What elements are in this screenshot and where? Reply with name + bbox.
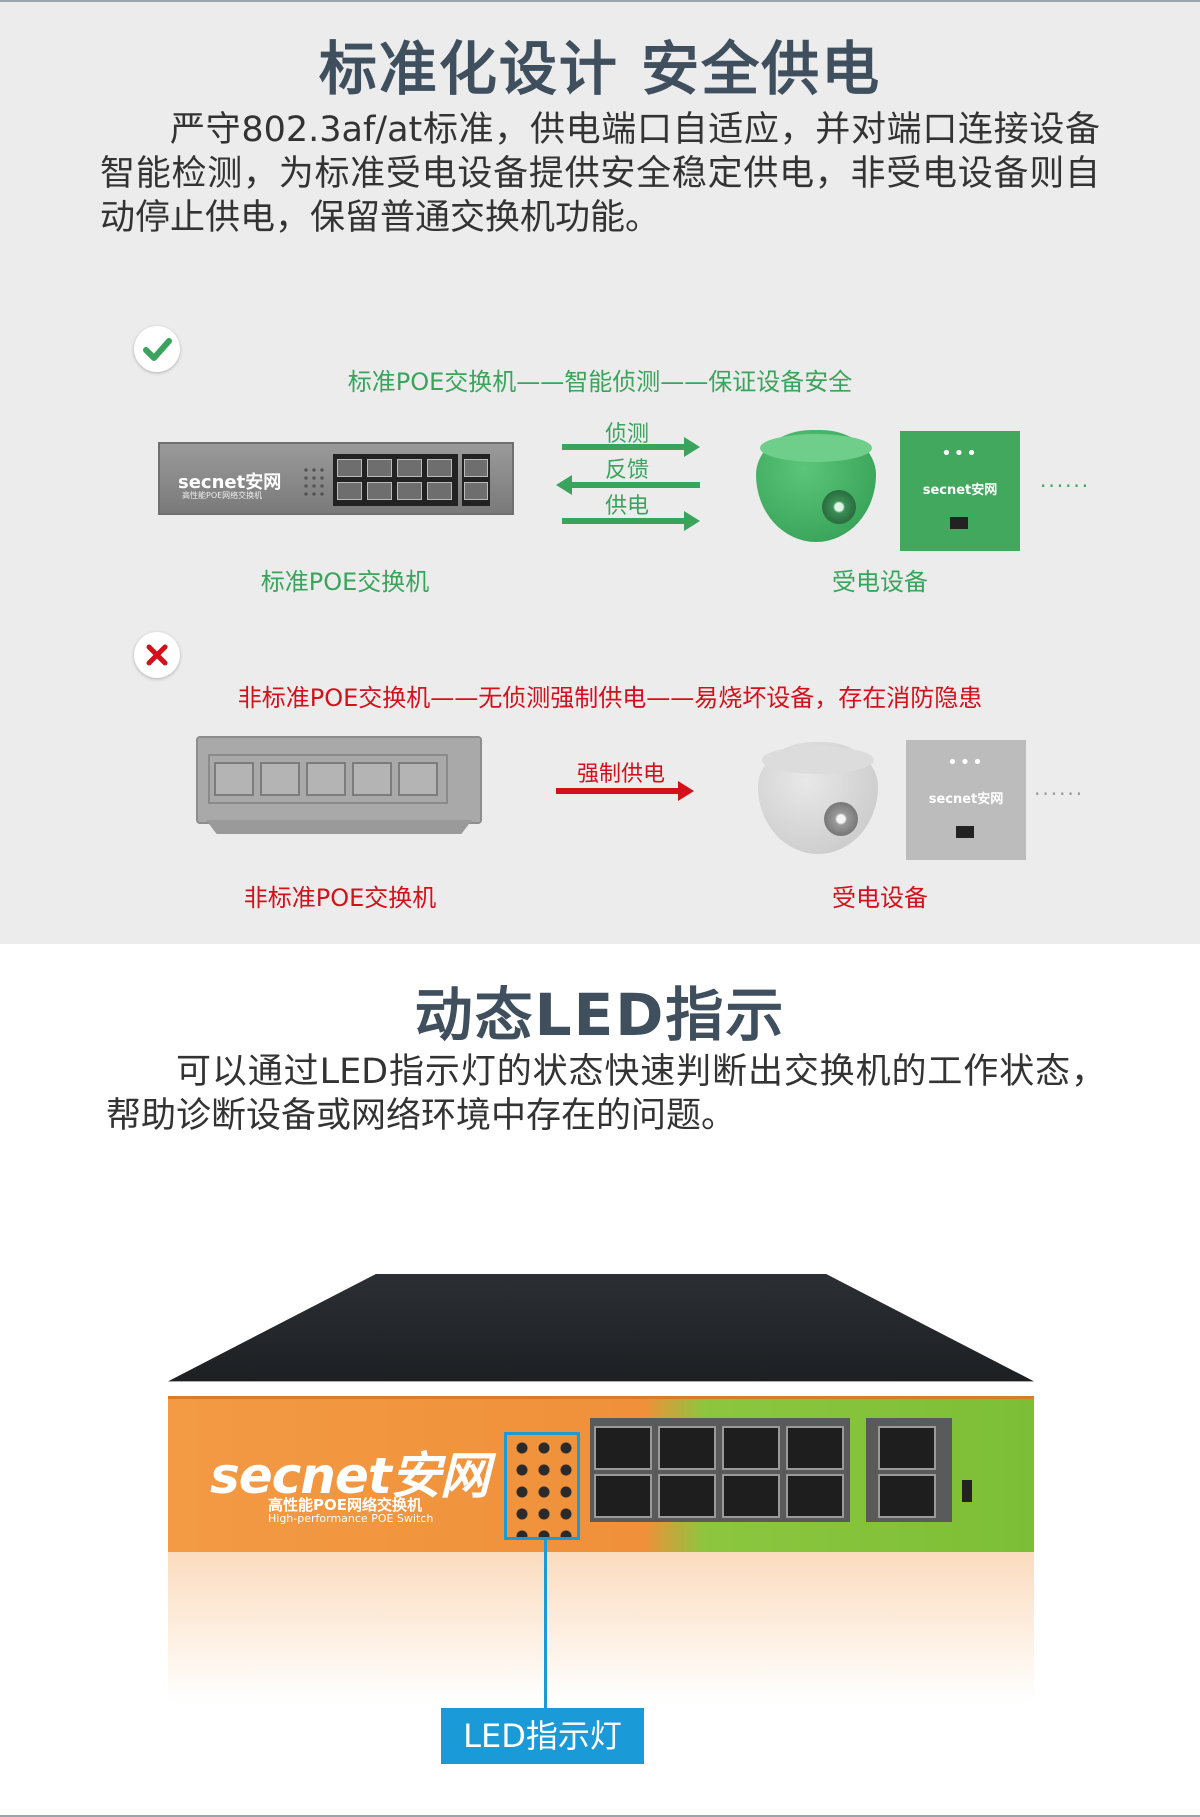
ethernet-port (658, 1426, 716, 1470)
nonstandard-switch-label: 非标准POE交换机 (243, 884, 437, 912)
dots-icon: ••• (947, 752, 985, 773)
ethernet-port (464, 459, 488, 477)
arrow-right-icon (556, 781, 694, 801)
product-name-cn: 高性能POE网络交换机 (268, 1496, 422, 1514)
arrow-left-icon (556, 475, 700, 495)
bottom-divider (0, 1815, 1200, 1817)
switch-base (206, 820, 472, 834)
device-brand: secnet安网 (922, 483, 998, 498)
led-callout-label: LED指示灯 (441, 1708, 644, 1764)
access-point-device: ••• secnet安网 (906, 740, 1026, 860)
ethernet-port (306, 762, 346, 796)
camera-icon (756, 430, 876, 548)
more-devices: ······ (1034, 782, 1085, 806)
arrow-label-forced: 强制供电 (576, 762, 665, 787)
ethernet-port (594, 1474, 652, 1518)
switch-subtitle: 高性能POE网络交换机 (182, 491, 263, 500)
led-description: 可以通过LED指示灯的状态快速判断出交换机的工作状态，帮助诊断设备或网络环境中存… (106, 1052, 1106, 1136)
cross-icon (134, 632, 180, 678)
device-brand: secnet安网 (928, 792, 1004, 807)
product-name-en: High-performance POE Switch (268, 1512, 434, 1525)
ethernet-port (397, 459, 422, 477)
ethernet-port (398, 762, 438, 796)
uplink-port-block (866, 1418, 952, 1522)
safety-title: 标准化设计 安全供电 (318, 35, 882, 103)
ethernet-port (464, 482, 488, 500)
ethernet-port (658, 1474, 716, 1518)
ethernet-jack (956, 826, 974, 838)
led-title: 动态LED指示 (414, 981, 786, 1049)
camera-ring (762, 746, 874, 774)
more-devices: ······ (1040, 474, 1091, 498)
ethernet-jack (950, 517, 968, 529)
camera-icon (758, 742, 878, 860)
ethernet-port (214, 762, 254, 796)
access-point-device: ••• secnet安网 (900, 431, 1020, 551)
arrow-label-supply: 供电 (604, 494, 649, 519)
arrow-label-detect: 侦测 (604, 422, 649, 447)
arrow-label-feedback: 反馈 (604, 458, 649, 483)
camera-lens (822, 490, 856, 524)
ethernet-port (786, 1474, 844, 1518)
standard-switch-label: 标准POE交换机 (260, 568, 430, 596)
ethernet-port (337, 482, 362, 500)
mode-switch (962, 1480, 972, 1502)
ethernet-port (367, 459, 392, 477)
led-indicator-grid (504, 1432, 580, 1540)
standard-device-label: 受电设备 (832, 568, 928, 596)
switch-top-panel (168, 1274, 1034, 1382)
callout-line (544, 1540, 547, 1708)
arrow-right-icon (562, 511, 700, 531)
ethernet-port (722, 1474, 780, 1518)
ethernet-port (722, 1426, 780, 1470)
check-icon (134, 326, 180, 372)
safety-description: 严守802.3af/at标准，供电端口自适应，并对端口连接设备智能检测，为标准受… (100, 110, 1100, 238)
switch-reflection (168, 1552, 1034, 1702)
standard-poe-switch: secnet安网 高性能POE网络交换机 (158, 442, 514, 515)
nonstandard-heading: 非标准POE交换机——无侦测强制供电——易烧坏设备，存在消防隐患 (237, 684, 983, 712)
ethernet-port (260, 762, 300, 796)
ethernet-port (397, 482, 422, 500)
ethernet-port (337, 459, 362, 477)
switch-brand: secnet安网 (178, 472, 282, 493)
standard-heading: 标准POE交换机——智能侦测——保证设备安全 (347, 368, 853, 396)
poe-port-block (590, 1418, 850, 1522)
uplink-port-block (462, 454, 490, 506)
ethernet-port (786, 1426, 844, 1470)
ethernet-port (878, 1426, 936, 1470)
ethernet-port (367, 482, 392, 500)
ethernet-port (427, 459, 452, 477)
product-brand-logo: secnet安网 (210, 1447, 490, 1505)
port-row (208, 754, 448, 804)
camera-lens (824, 802, 858, 836)
nonstandard-device-label: 受电设备 (832, 884, 928, 912)
dots-icon: ••• (941, 443, 979, 464)
camera-ring (760, 434, 872, 462)
ethernet-port (594, 1426, 652, 1470)
led-dots (302, 466, 326, 498)
top-divider (0, 0, 1200, 2)
nonstandard-switch (196, 736, 482, 834)
ethernet-port (427, 482, 452, 500)
ethernet-port (878, 1474, 936, 1518)
port-block (333, 454, 458, 506)
arrow-right-icon (562, 437, 700, 457)
ethernet-port (352, 762, 392, 796)
